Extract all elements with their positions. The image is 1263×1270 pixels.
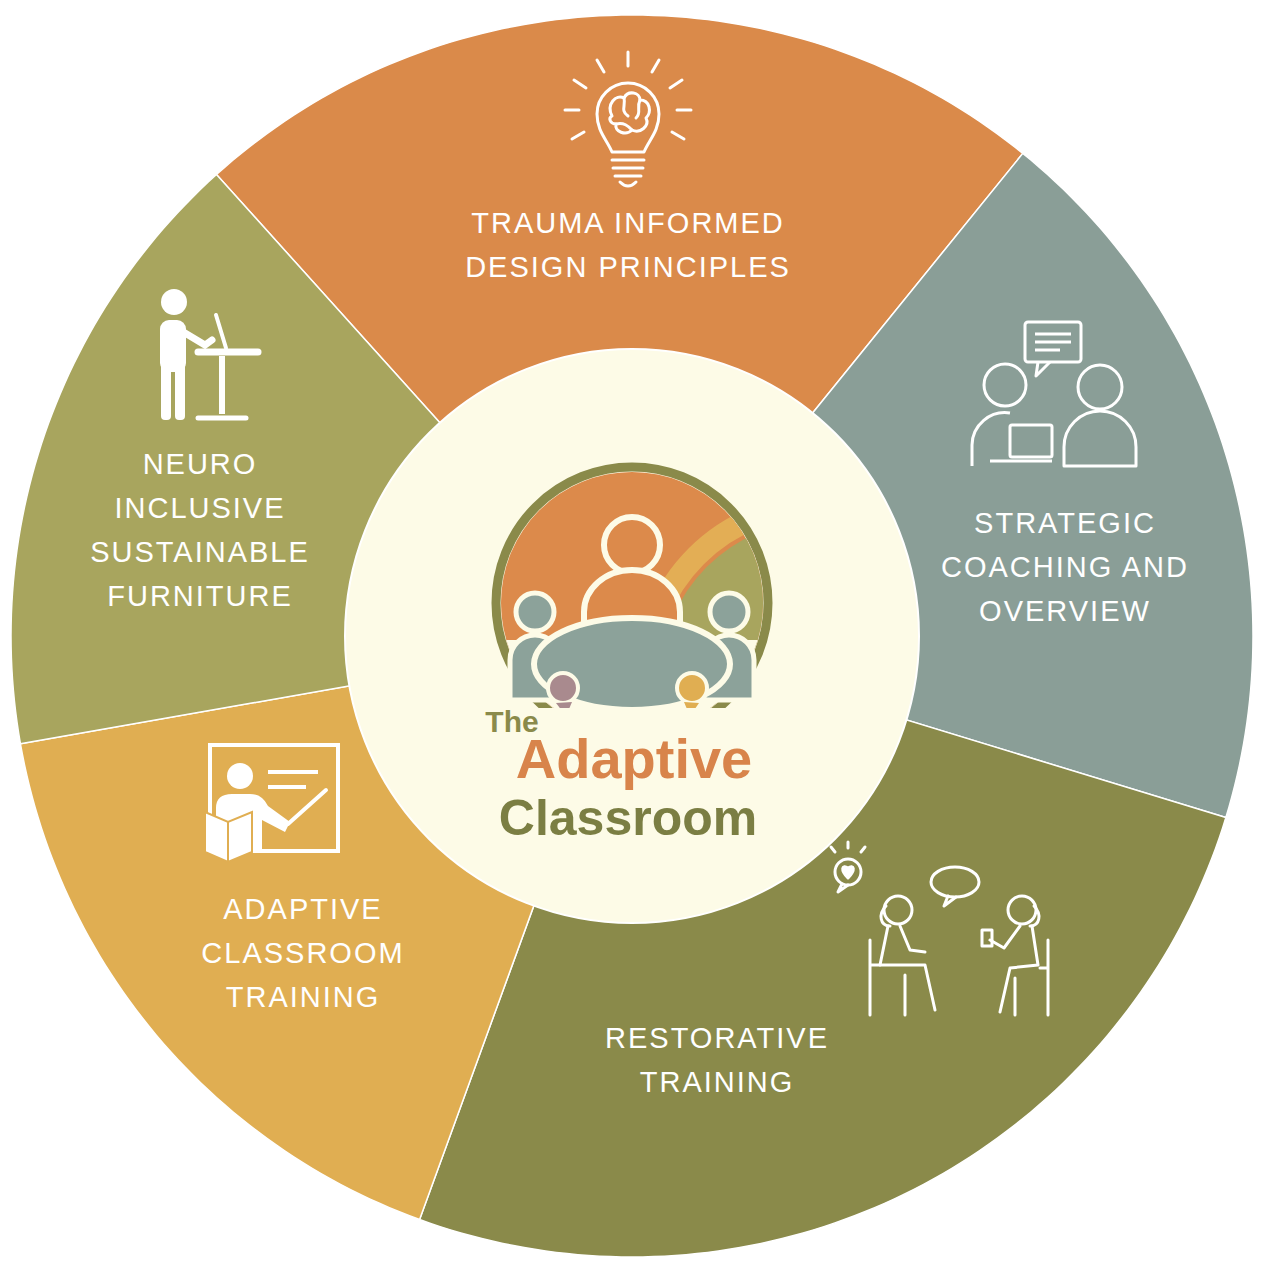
logo-text: Adaptive	[516, 730, 753, 789]
segment-label: ADAPTIVE CLASSROOM TRAINING	[181, 887, 426, 1019]
segment-label: RESTORATIVE TRAINING	[567, 1016, 867, 1104]
segment-label: TRAUMA INFORMED DESIGN PRINCIPLES	[418, 201, 838, 289]
segment-label: NEURO INCLUSIVE SUSTAINABLE FURNITURE	[63, 442, 338, 618]
circle-fill	[345, 349, 919, 923]
segment-label: STRATEGIC COACHING AND OVERVIEW	[910, 501, 1220, 633]
logo-text: Classroom	[499, 792, 757, 845]
